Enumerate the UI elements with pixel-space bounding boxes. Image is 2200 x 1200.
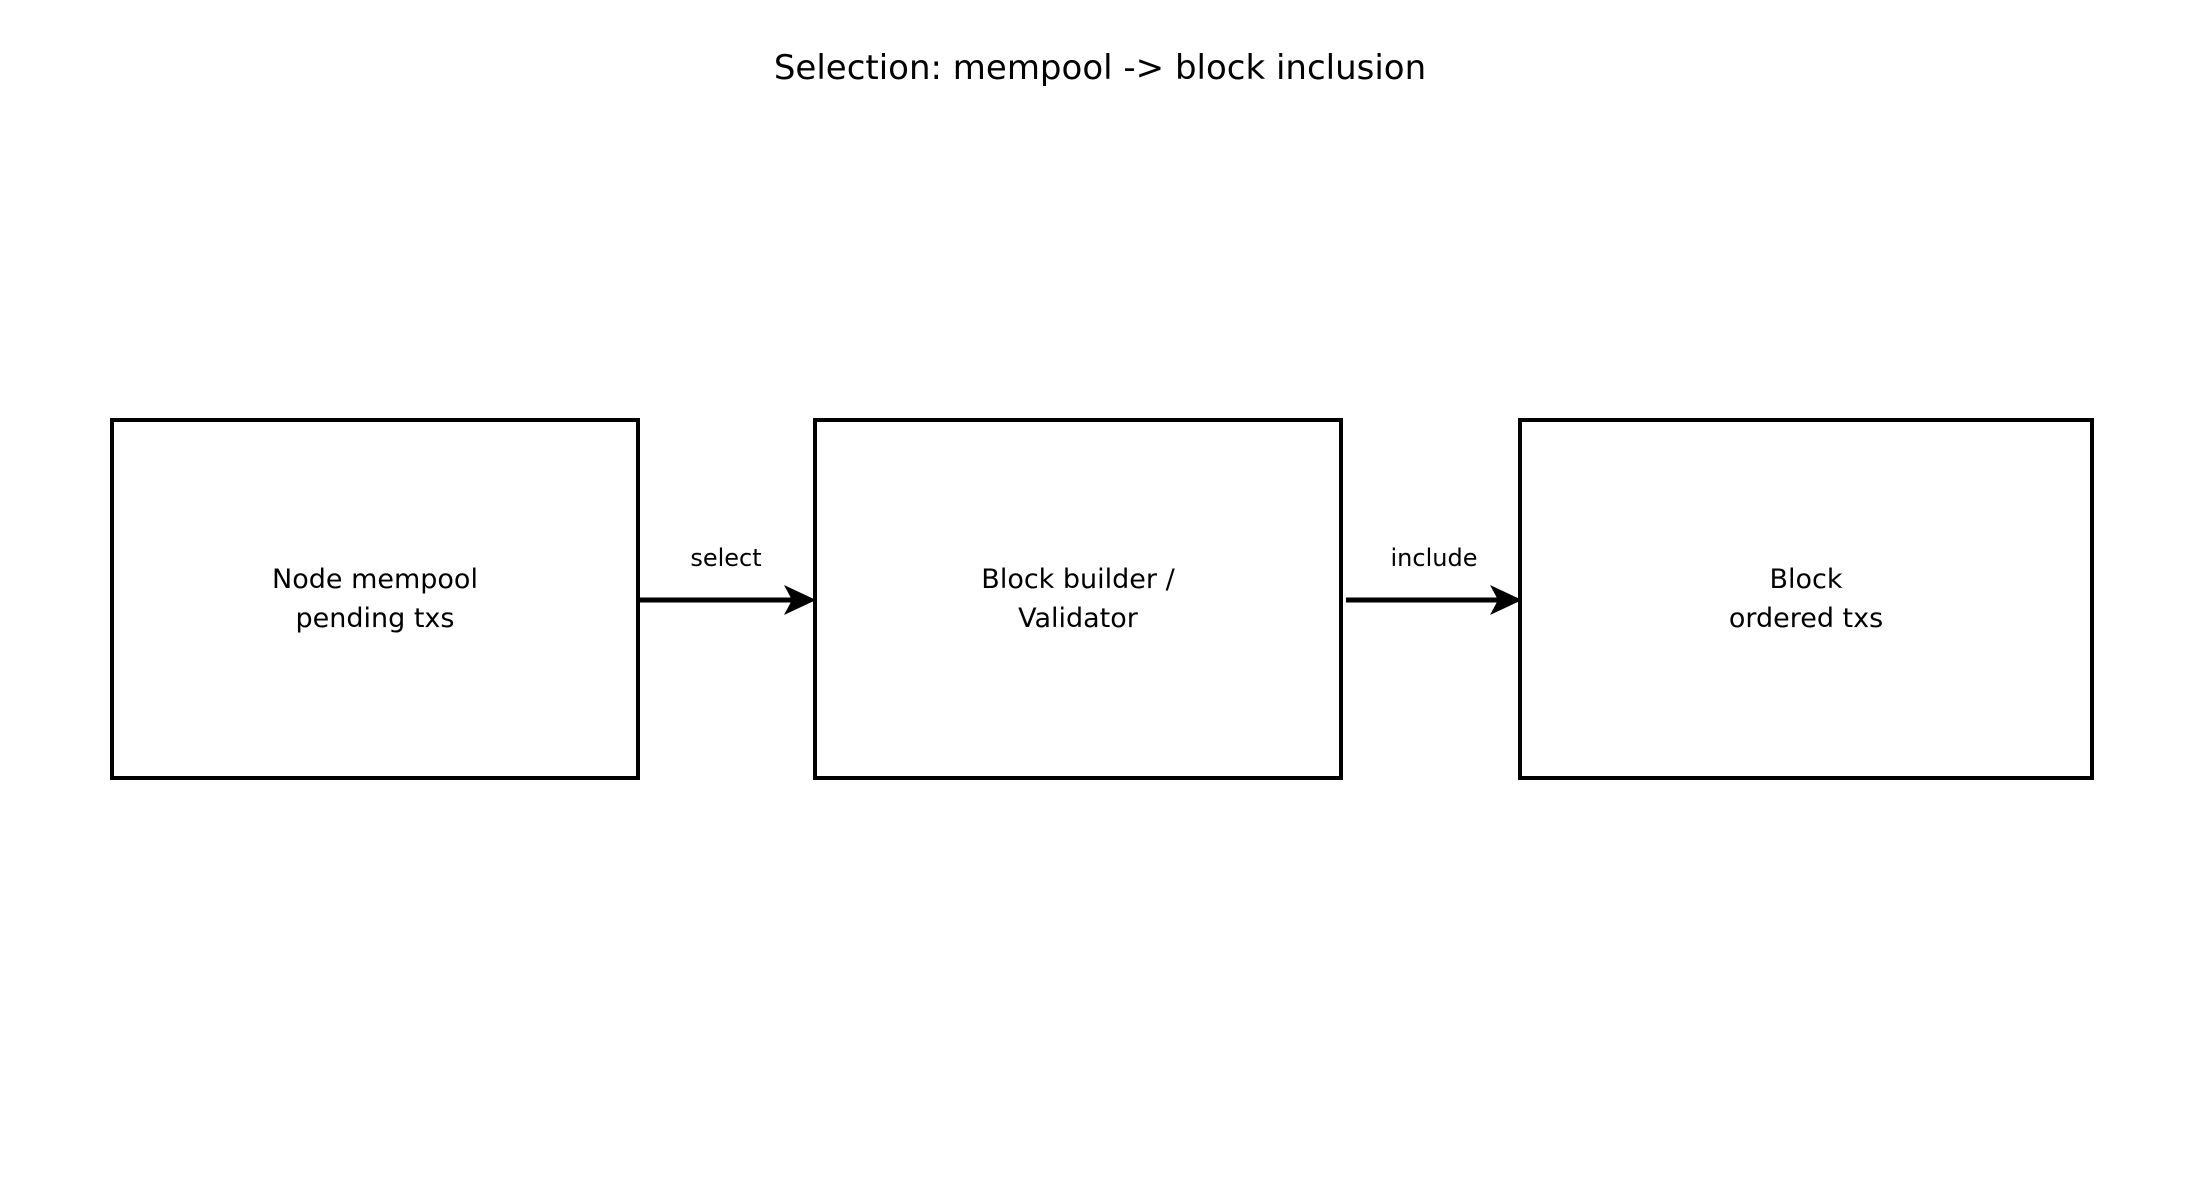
node-label-block: Block ordered txs: [1728, 564, 1884, 634]
edge-label-select: select: [690, 544, 762, 572]
edge-select: [636, 578, 816, 622]
right-arrow-icon: [636, 585, 816, 615]
node-box-mempool: Node mempool pending txs: [110, 418, 640, 780]
diagram-title: Selection: mempool -> block inclusion: [773, 48, 1427, 88]
node-label-mempool: Node mempool pending txs: [272, 564, 478, 634]
edge-label-include: include: [1390, 544, 1478, 572]
node-box-builder: Block builder / Validator: [813, 418, 1343, 780]
node-box-block: Block ordered txs: [1518, 418, 2094, 780]
right-arrow-icon: [1346, 585, 1522, 615]
node-label-builder: Block builder / Validator: [981, 564, 1175, 634]
edge-include: [1346, 578, 1522, 622]
